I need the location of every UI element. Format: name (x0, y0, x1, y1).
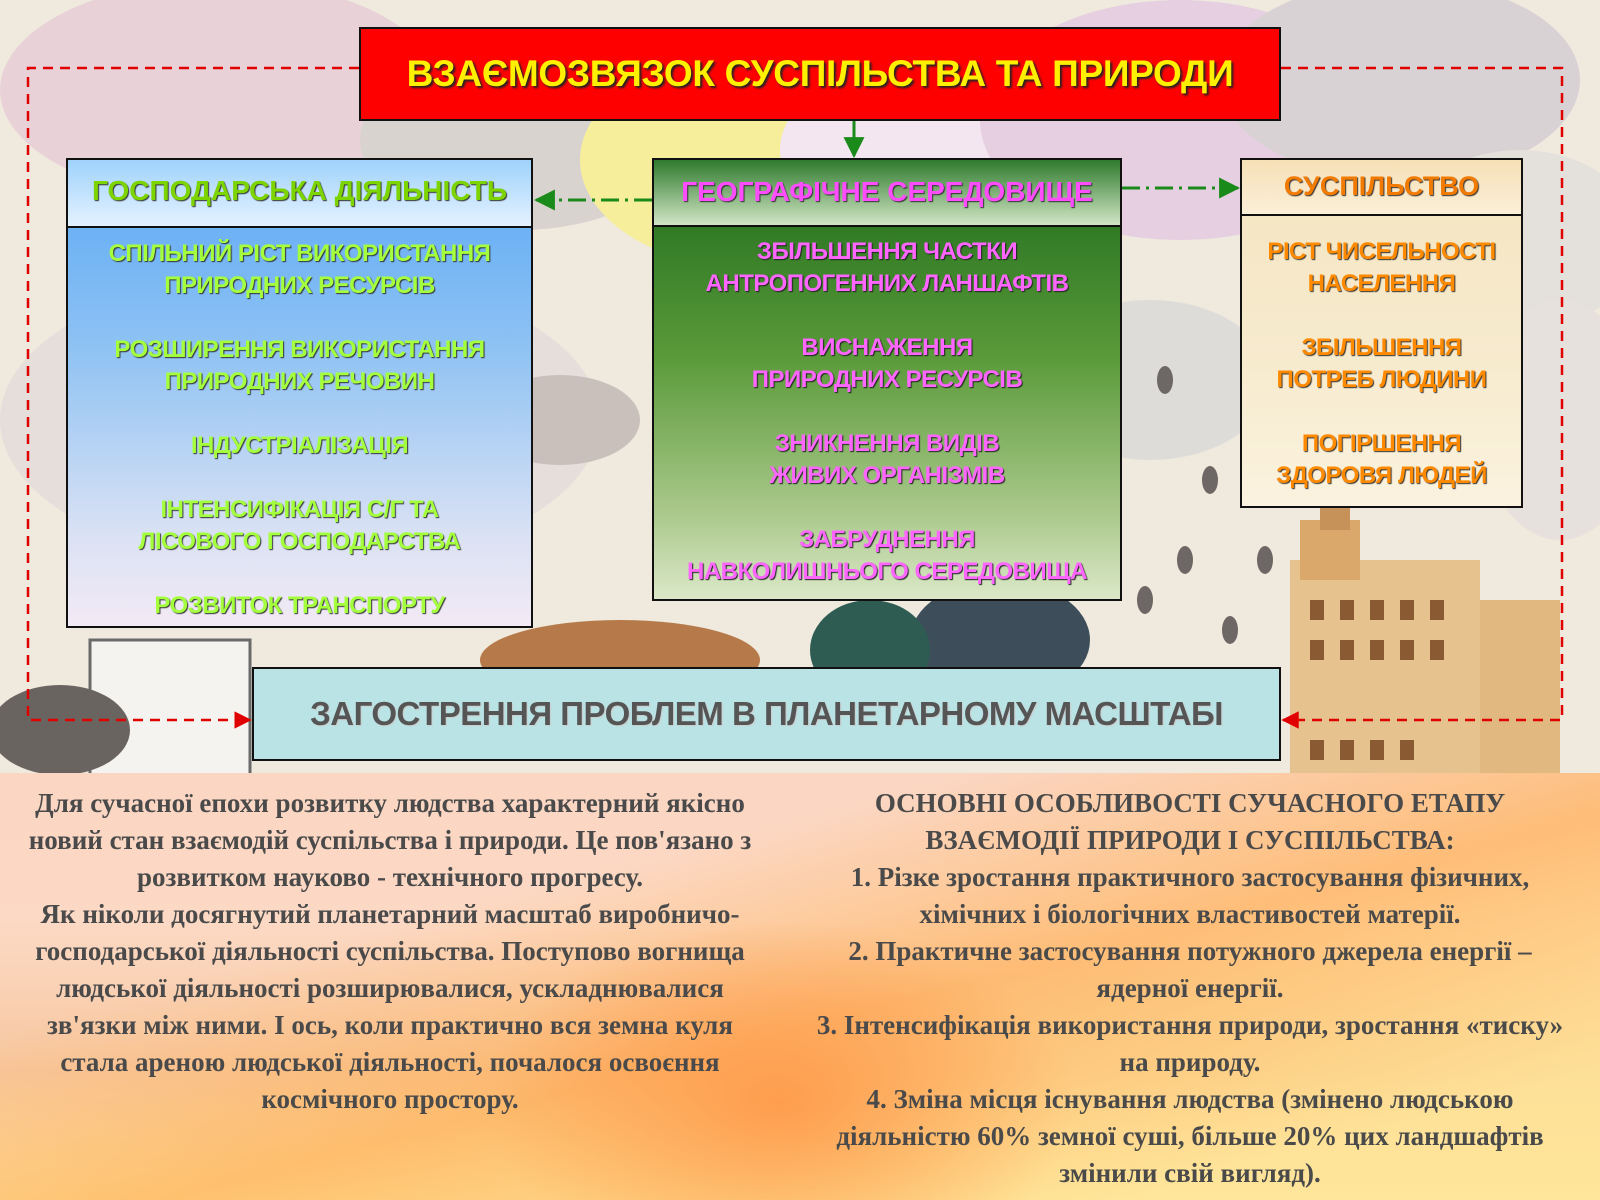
geographic-environment-box: ГЕОГРАФІЧНЕ СЕРЕДОВИЩЕ ЗБІЛЬШЕННЯ ЧАСТКИ… (652, 158, 1122, 601)
features-item-1: 1. Різке зростання практичного застосува… (850, 862, 1530, 929)
features-item-3: 3. Інтенсифікація використання природи, … (816, 1010, 1564, 1077)
geographic-environment-header: ГЕОГРАФІЧНЕ СЕРЕДОВИЩЕ (654, 160, 1120, 227)
features-right-column: ОСНОВНІ ОСОБЛИВОСТІ СУЧАСНОГО ЕТАПУ ВЗАЄ… (800, 785, 1580, 1192)
list-item: РОЗВИТОК ТРАНСПОРТУ (154, 592, 445, 619)
diagram-title: ВЗАЄМОЗВЯЗОК СУСПІЛЬСТВА ТА ПРИРОДИ (359, 27, 1281, 121)
explanation-paragraph-1: Для сучасної епохи розвитку людства хара… (28, 788, 752, 892)
society-header: СУСПІЛЬСТВО (1242, 160, 1521, 216)
economic-activity-header: ГОСПОДАРСЬКА ДІЯЛЬНІСТЬ (68, 160, 531, 228)
features-heading: ОСНОВНІ ОСОБЛИВОСТІ СУЧАСНОГО ЕТАПУ ВЗАЄ… (874, 788, 1506, 855)
explanation-paragraph-2: Як ніколи досягнутий планетарний масштаб… (35, 899, 745, 1114)
explanation-area: Для сучасної епохи розвитку людства хара… (0, 773, 1600, 1200)
global-problems-box: ЗАГОСТРЕННЯ ПРОБЛЕМ В ПЛАНЕТАРНОМУ МАСШТ… (252, 667, 1281, 761)
global-problems-text: ЗАГОСТРЕННЯ ПРОБЛЕМ В ПЛАНЕТАРНОМУ МАСШТ… (310, 695, 1223, 732)
features-item-2: 2. Практичне застосування потужного джер… (848, 936, 1532, 1003)
features-item-4: 4. Зміна місця існування людства (змінен… (836, 1084, 1544, 1188)
rain-drops (1137, 366, 1273, 644)
list-item: ІНДУСТРІАЛІЗАЦІЯ (190, 432, 409, 459)
economic-activity-box: ГОСПОДАРСЬКА ДІЯЛЬНІСТЬ СПІЛЬНИЙ РІСТ ВИ… (66, 158, 533, 628)
diagram-title-text: ВЗАЄМОЗВЯЗОК СУСПІЛЬСТВА ТА ПРИРОДИ (406, 53, 1234, 94)
explanation-left-column: Для сучасної епохи розвитку людства хара… (16, 785, 764, 1118)
